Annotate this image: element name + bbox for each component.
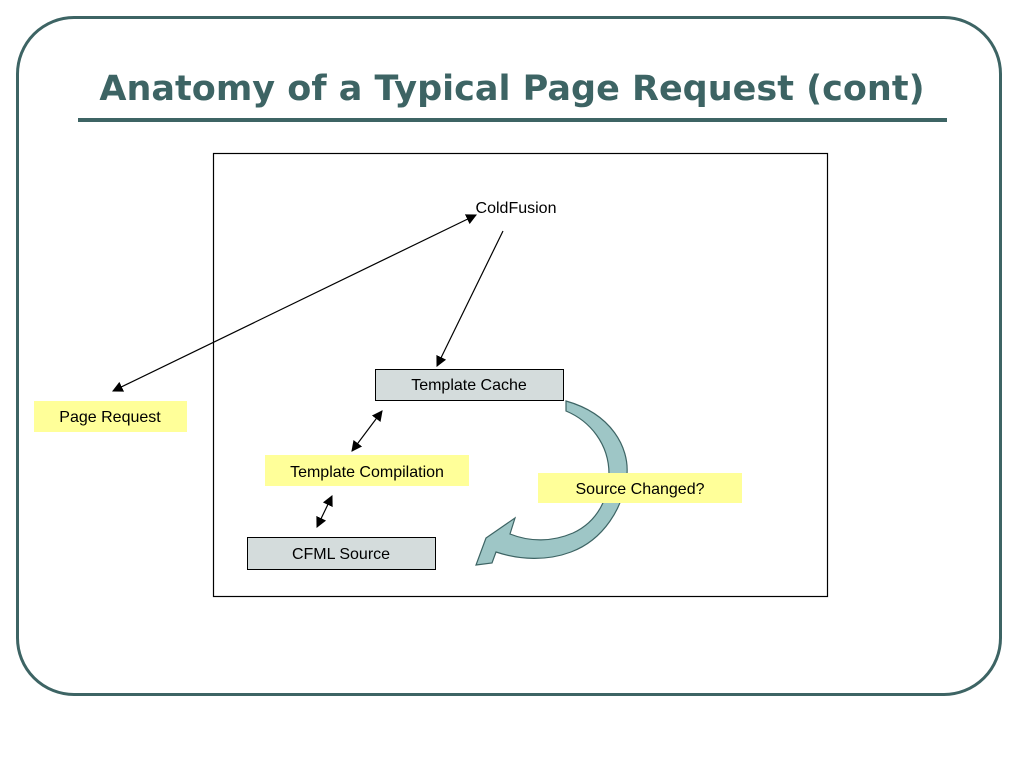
slide-title: Anatomy of a Typical Page Request (cont) bbox=[99, 69, 925, 109]
arrow-coldfusion-page-request bbox=[112, 214, 477, 392]
node-cfml-source-box bbox=[247, 537, 436, 570]
node-source-changed-box bbox=[538, 473, 742, 503]
arrow-coldfusion-template-cache bbox=[436, 230, 504, 367]
title-underline bbox=[78, 118, 947, 122]
node-template-cache: Template Cache bbox=[411, 377, 527, 394]
node-page-request: Page Request bbox=[59, 409, 161, 426]
node-template-cache-box bbox=[375, 369, 564, 401]
node-source-changed: Source Changed? bbox=[576, 481, 705, 498]
arrow-cache-compilation bbox=[351, 410, 383, 452]
node-page-request-box bbox=[34, 401, 187, 432]
node-template-compilation-box bbox=[265, 455, 469, 486]
node-template-compilation: Template Compilation bbox=[290, 464, 444, 481]
slide-frame bbox=[16, 16, 1002, 696]
node-cfml-source: CFML Source bbox=[292, 546, 390, 563]
node-coldfusion: ColdFusion bbox=[476, 200, 557, 217]
arrow-compilation-source bbox=[316, 495, 333, 528]
